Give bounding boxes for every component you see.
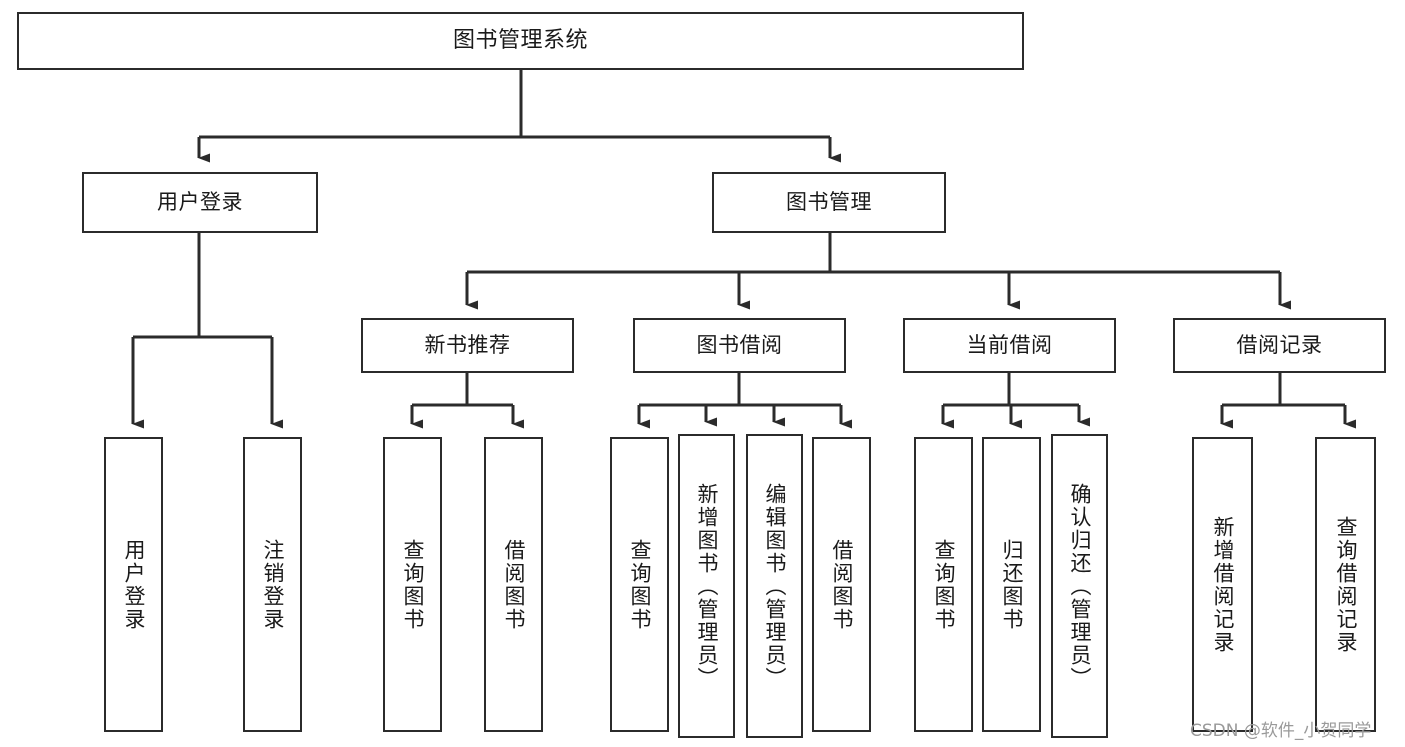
node-new-book-recommend[interactable]: 新书推荐	[361, 318, 574, 373]
node-book-management[interactable]: 图书管理	[712, 172, 946, 233]
leaf-nb-borrow-book[interactable]: 借阅图书	[484, 437, 543, 732]
node-user-login[interactable]: 用户登录	[82, 172, 318, 233]
leaf-nb-borrow-book-label: 借阅图书	[502, 538, 526, 631]
leaf-bb-query-book-label: 查询图书	[628, 538, 652, 631]
csdn-watermark-text: CSDN @软件_小贺同学	[1190, 721, 1372, 741]
node-borrow-records[interactable]: 借阅记录	[1173, 318, 1386, 373]
leaf-cb-confirm-return-admin[interactable]: 确认归还（管理员）	[1051, 434, 1108, 738]
leaf-user-login[interactable]: 用户登录	[104, 437, 163, 732]
node-book-borrow[interactable]: 图书借阅	[633, 318, 846, 373]
leaf-cb-return-book-label: 归还图书	[1000, 538, 1024, 631]
leaf-nb-query-book-label: 查询图书	[401, 538, 425, 631]
csdn-watermark: CSDN @软件_小贺同学	[1190, 716, 1371, 741]
node-new-book-recommend-label: 新书推荐	[424, 333, 511, 358]
leaf-cb-confirm-return-admin-label: 确认归还（管理员）	[1068, 482, 1092, 690]
leaf-bb-edit-book-admin[interactable]: 编辑图书（管理员）	[746, 434, 803, 738]
leaf-user-login-label: 用户登录	[122, 538, 146, 631]
leaf-bb-add-book-admin-label: 新增图书（管理员）	[695, 482, 719, 690]
leaf-bb-edit-book-admin-label: 编辑图书（管理员）	[763, 482, 787, 690]
leaf-bb-borrow-book-label: 借阅图书	[830, 538, 854, 631]
node-current-borrow-label: 当前借阅	[966, 333, 1053, 358]
leaf-br-add-record-label: 新增借阅记录	[1211, 515, 1235, 654]
node-root-system[interactable]: 图书管理系统	[17, 12, 1024, 70]
leaf-logout-label: 注销登录	[261, 538, 285, 631]
node-current-borrow[interactable]: 当前借阅	[903, 318, 1116, 373]
leaf-br-add-record[interactable]: 新增借阅记录	[1192, 437, 1253, 732]
leaf-bb-add-book-admin[interactable]: 新增图书（管理员）	[678, 434, 735, 738]
leaf-cb-query-book[interactable]: 查询图书	[914, 437, 973, 732]
node-borrow-records-label: 借阅记录	[1236, 333, 1323, 358]
leaf-logout[interactable]: 注销登录	[243, 437, 302, 732]
leaf-cb-return-book[interactable]: 归还图书	[982, 437, 1041, 732]
node-root-system-label: 图书管理系统	[452, 28, 588, 54]
leaf-br-query-record-label: 查询借阅记录	[1334, 515, 1358, 654]
leaf-cb-query-book-label: 查询图书	[932, 538, 956, 631]
node-user-login-label: 用户登录	[157, 190, 243, 215]
leaf-nb-query-book[interactable]: 查询图书	[383, 437, 442, 732]
node-book-management-label: 图书管理	[786, 190, 872, 215]
leaf-bb-borrow-book[interactable]: 借阅图书	[812, 437, 871, 732]
leaf-br-query-record[interactable]: 查询借阅记录	[1315, 437, 1376, 732]
leaf-bb-query-book[interactable]: 查询图书	[610, 437, 669, 732]
node-book-borrow-label: 图书借阅	[696, 333, 783, 358]
